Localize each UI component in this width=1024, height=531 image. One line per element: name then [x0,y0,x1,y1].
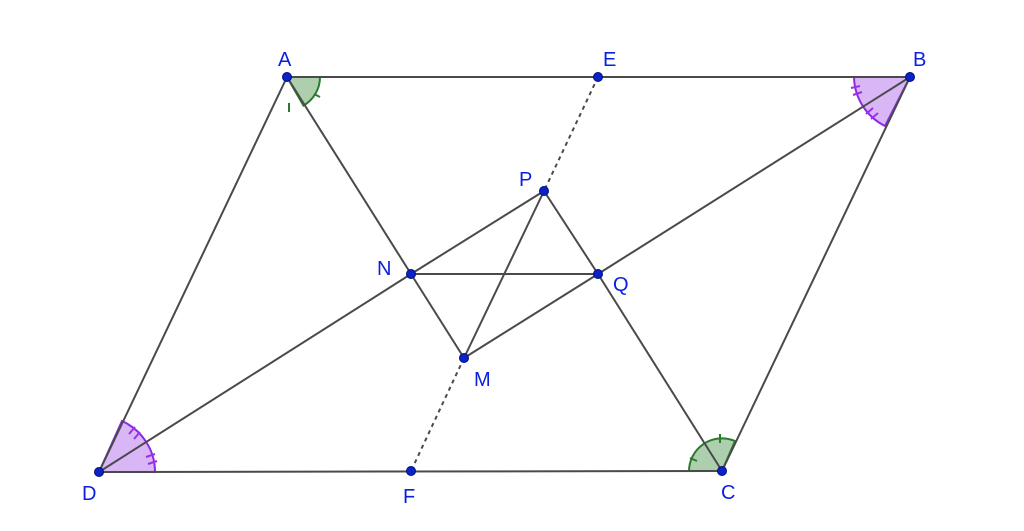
angle-mark-D [97,419,157,473]
segment-NP [410,190,545,275]
segment-BQ [597,76,911,275]
point-E [593,72,603,82]
angle-tick-A [313,93,321,98]
label-E: E [603,49,616,71]
label-A: A [278,49,292,71]
angle-tick-D-2 [133,431,141,440]
label-C: C [721,482,735,504]
point-M [459,353,469,363]
point-D [94,467,104,477]
label-P: P [519,169,532,191]
point-C [717,466,727,476]
point-F [406,466,416,476]
angle-tick-B-2 [852,91,863,96]
angle-tick-D-1 [128,426,136,435]
angle-mark-A [285,76,322,107]
segment-DN [98,273,412,473]
segment-PM [463,190,545,359]
point-N [406,269,416,279]
label-N: N [377,258,391,280]
dashed-segment-EP [543,76,599,192]
dashed-segment-MF [410,357,465,472]
segment-NM [410,273,465,359]
label-M: M [474,369,491,391]
point-Q [593,269,603,279]
label-F: F [403,486,415,508]
angle-tick-B-4 [870,112,879,120]
label-Q: Q [613,274,629,296]
angle-tick-B-1 [850,85,861,89]
segment-AN [286,76,412,275]
point-B [905,72,915,82]
angle-tick-B-3 [865,107,874,115]
angle-tick-D-4 [147,460,158,465]
segment-DA [98,76,288,473]
angle-tick-C [689,457,698,462]
point-P [539,186,549,196]
angle-mark-B [852,76,912,128]
segment-QP [543,190,599,275]
segment-QM [463,273,599,359]
point-A [282,72,292,82]
angle-tick-D-3 [145,453,156,458]
segment-BC [721,76,911,472]
label-B: B [913,49,926,71]
segment-CQ [597,273,723,472]
label-D: D [82,483,96,505]
